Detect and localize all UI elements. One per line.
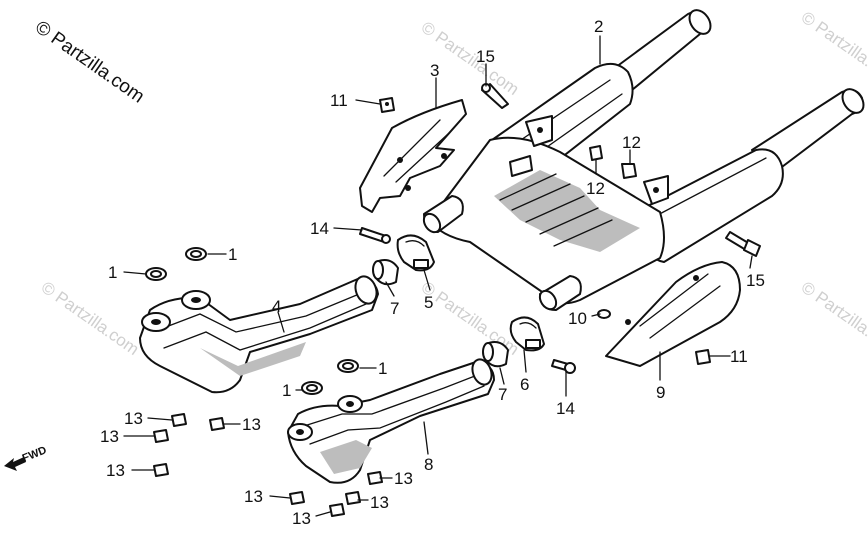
gasket-part-7 <box>372 259 509 368</box>
exhaust-pipe-part-4 <box>139 275 379 394</box>
callout-9: 9 <box>656 383 665 402</box>
callout-5: 5 <box>424 293 433 312</box>
callout-13: 13 <box>100 427 119 446</box>
gasket-part-1 <box>145 247 359 395</box>
callout-15: 15 <box>746 271 765 290</box>
callout-7: 7 <box>390 299 399 318</box>
fwd-arrow-icon <box>4 457 26 471</box>
callout-13: 13 <box>394 469 413 488</box>
callout-11: 11 <box>330 91 348 110</box>
fwd-label: FWD <box>21 444 49 465</box>
callout-10: 10 <box>568 309 587 328</box>
muffler-assembly-part-2 <box>422 9 865 311</box>
callout-8: 8 <box>424 455 433 474</box>
callout-13: 13 <box>124 409 143 428</box>
bolt-part-14-lower <box>551 359 576 374</box>
clamp-part-5 <box>396 234 435 272</box>
callout-4: 4 <box>272 297 281 316</box>
bolt-part-15-upper <box>481 83 509 109</box>
clamp-part-6 <box>509 316 545 352</box>
callout-1: 1 <box>108 263 117 282</box>
callout-1: 1 <box>228 245 237 264</box>
nut-part-13 <box>153 413 383 517</box>
callout-13: 13 <box>292 509 311 528</box>
callouts: 2 3 15 11 12 12 14 1 1 4 7 5 10 15 9 11 … <box>100 17 765 528</box>
callout-1: 1 <box>282 381 291 400</box>
callout-11: 11 <box>730 347 748 366</box>
heat-shield-part-3 <box>359 99 467 213</box>
callout-3: 3 <box>430 61 439 80</box>
callout-2: 2 <box>594 17 603 36</box>
watermark: © Partzilla.com <box>418 18 523 99</box>
copyright-text: © Partzilla.com <box>31 17 148 108</box>
bolt-part-14-upper <box>359 227 391 244</box>
watermark: © Partzilla.com <box>798 278 868 359</box>
callout-13: 13 <box>244 487 263 506</box>
callout-13: 13 <box>242 415 261 434</box>
callout-13: 13 <box>106 461 125 480</box>
callout-14: 14 <box>556 399 575 418</box>
callout-7: 7 <box>498 385 507 404</box>
exhaust-pipe-part-8 <box>287 358 495 484</box>
bolt-part-11-upper <box>379 97 395 113</box>
callout-14: 14 <box>310 219 329 238</box>
callout-12: 12 <box>622 133 641 152</box>
bolt-part-15-lower <box>725 231 761 257</box>
callout-1: 1 <box>378 359 387 378</box>
bolt-part-11-lower <box>695 349 711 365</box>
callout-6: 6 <box>520 375 529 394</box>
heat-shield-part-9 <box>605 261 741 367</box>
fwd-arrow: FWD <box>4 444 48 471</box>
callout-12: 12 <box>586 179 605 198</box>
callout-15: 15 <box>476 47 495 66</box>
callout-13: 13 <box>370 493 389 512</box>
watermark: © Partzilla.com <box>798 8 868 89</box>
leader-lines <box>123 35 753 517</box>
watermark: © Partzilla.com <box>38 278 143 359</box>
